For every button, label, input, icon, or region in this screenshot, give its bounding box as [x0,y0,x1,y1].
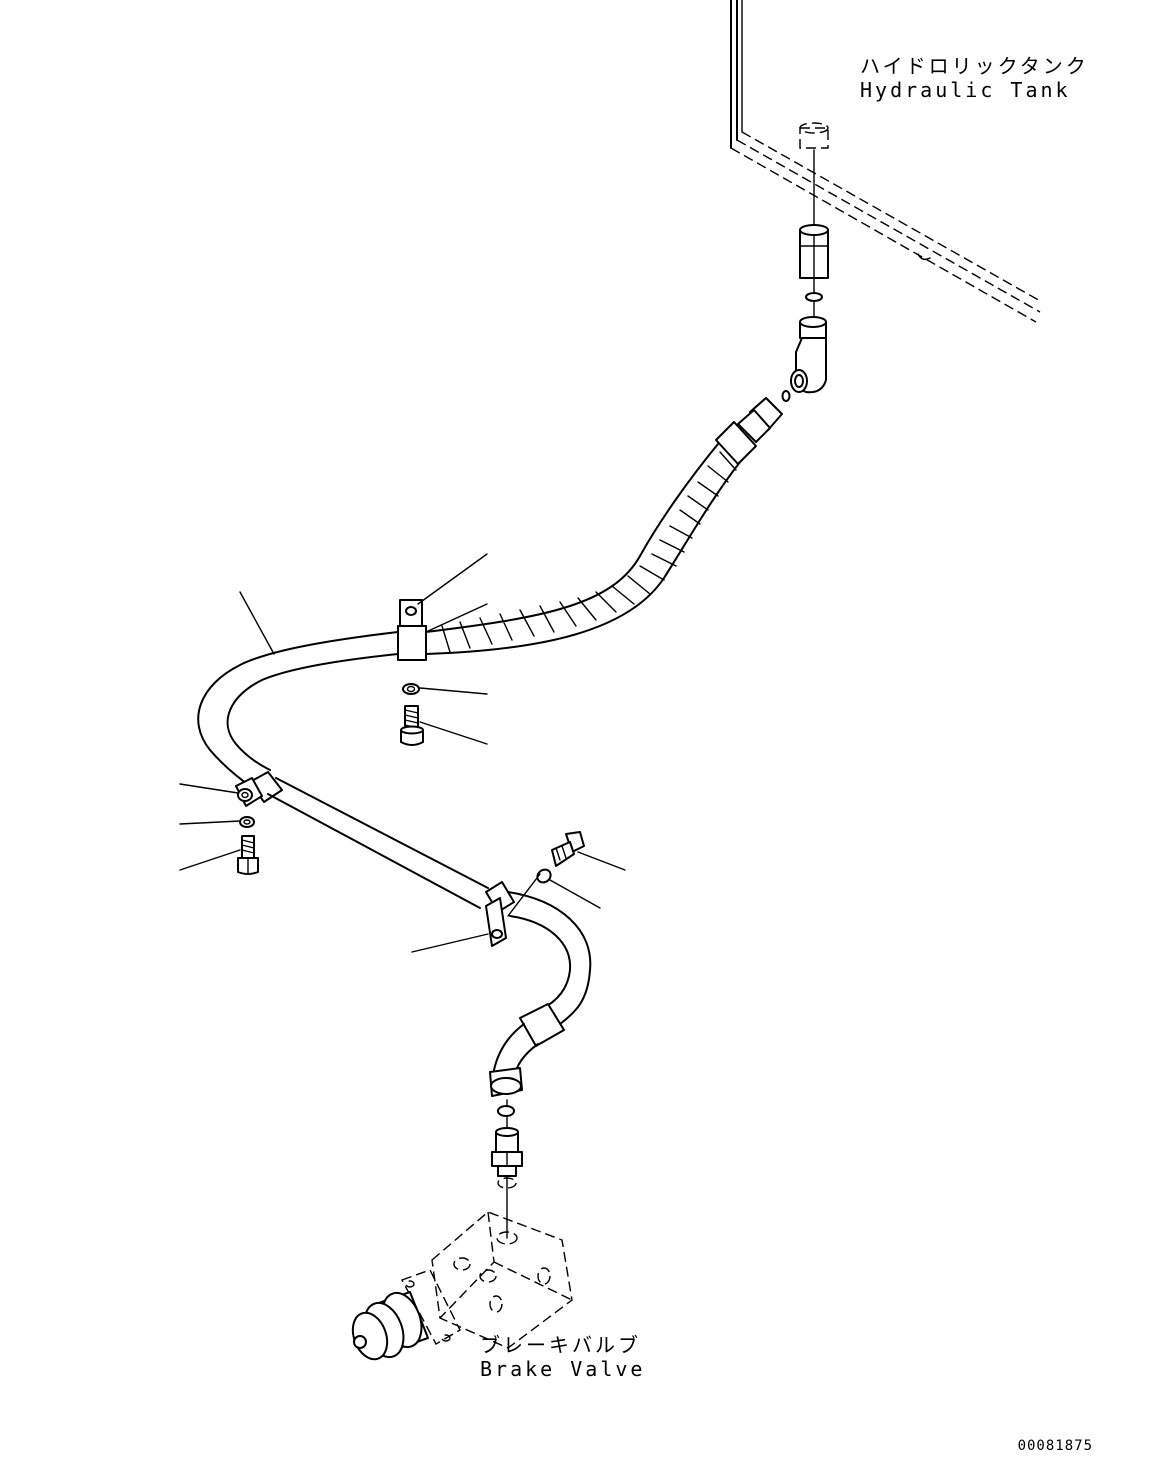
brake-valve-label: ブレーキバルブ Brake Valve [480,1333,646,1381]
spiral-guarded-hose [425,443,741,655]
hydraulic-tank-outline [730,0,1043,323]
rigid-tube [267,777,489,909]
leader-lines [179,553,626,953]
hose-ferrule-lower [519,1003,565,1047]
hydraulic-tank-label-en: Hydraulic Tank [860,78,1071,102]
o-ring-lower [497,1105,515,1117]
elbow-fitting [790,316,827,394]
o-ring-elbow [781,390,791,402]
bolt-upper [400,705,424,746]
hose-ferrule-upper [715,421,757,465]
valve-union-fitting [491,1127,523,1177]
bolt-right [551,831,585,867]
washer-left [239,816,255,828]
hose-clamp-upper [397,599,427,661]
tube-clamp-right [485,881,515,947]
washer-right [536,868,552,884]
o-ring-upper [805,292,823,302]
hose-end-nut-upper [737,397,783,443]
tank-port [799,122,829,149]
tank-adapter [799,224,829,279]
o-ring-valve [497,1177,517,1189]
hydraulic-tank-label: ハイドロリックタンク Hydraulic Tank [860,54,1089,102]
hose-loop-left [197,631,399,787]
hydraulic-tank-label-jp: ハイドロリックタンク [860,54,1089,78]
brake-valve-label-jp: ブレーキバルブ [480,1333,641,1357]
hose-end-nut-lower [489,1067,523,1097]
drawing-number: 00081875 [1017,1438,1093,1454]
brake-valve-body [401,1211,573,1349]
brake-valve-label-en: Brake Valve [480,1357,646,1381]
washer-upper [402,683,420,695]
tube-clamp-left [235,771,283,807]
bolt-left [237,835,259,875]
hose-bend-lower [507,891,592,1025]
brake-valve-spool [351,1291,429,1361]
